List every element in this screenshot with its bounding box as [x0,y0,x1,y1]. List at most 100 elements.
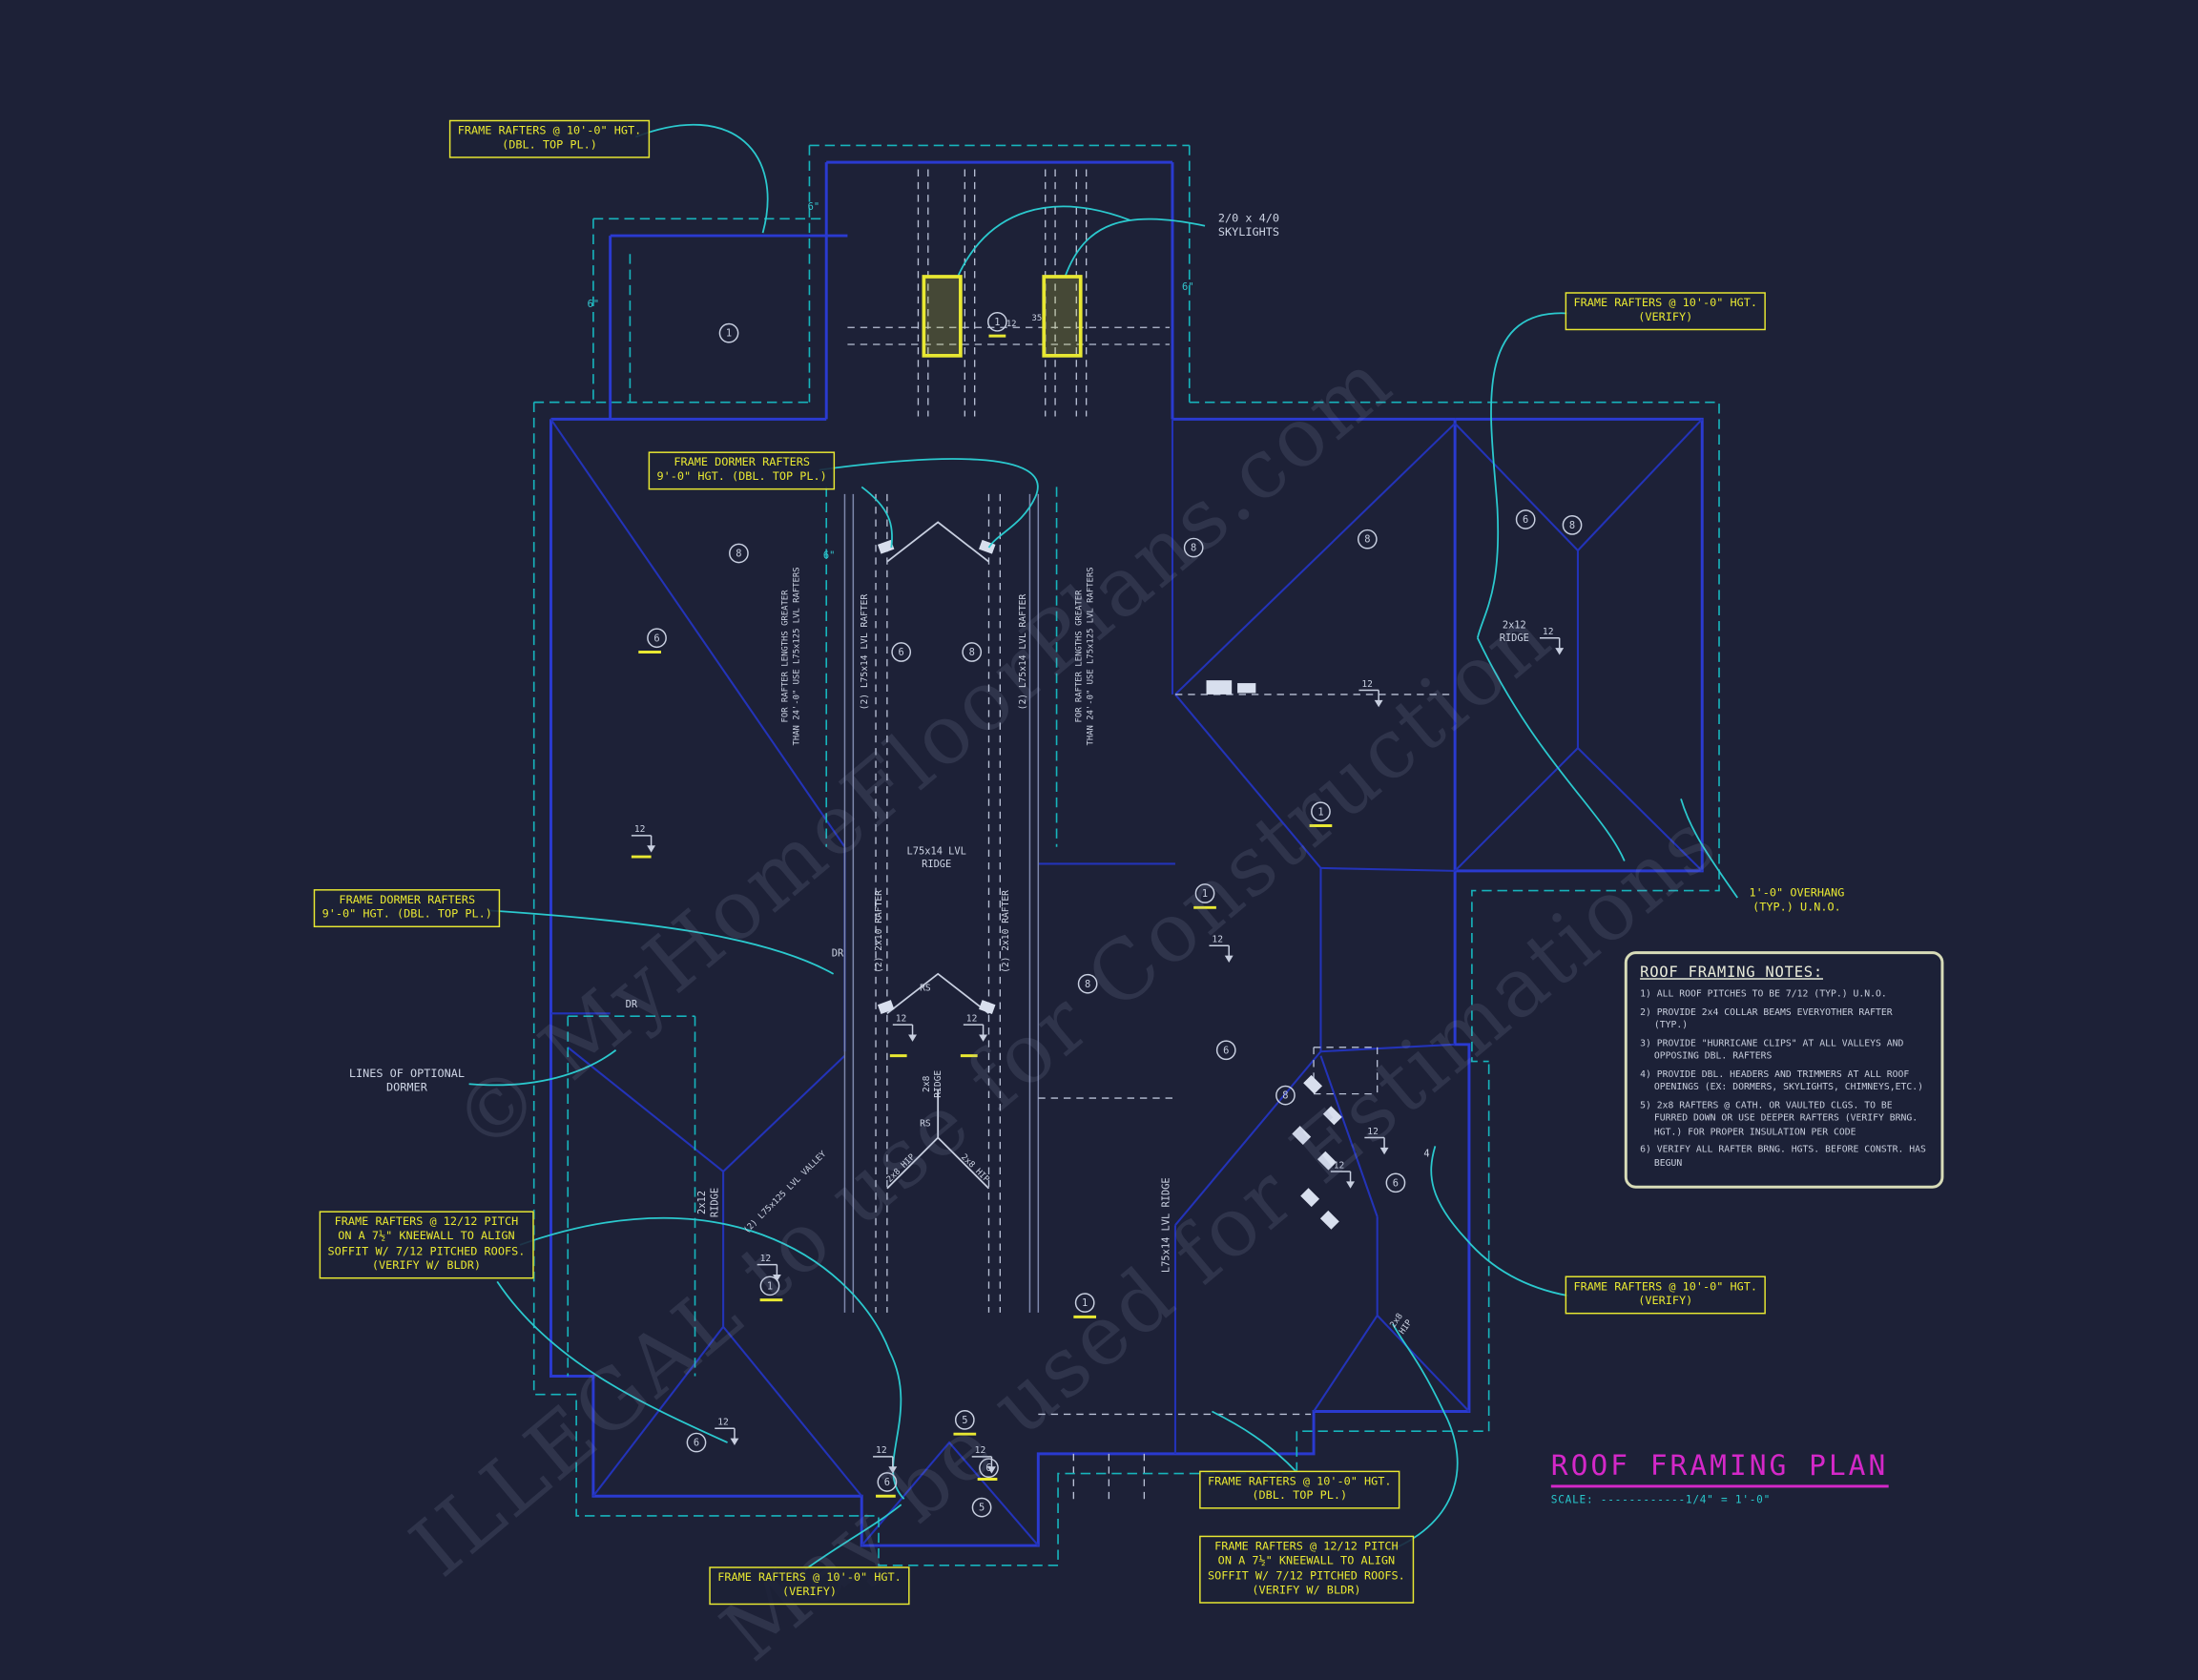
dr-label-2: DR [831,947,844,960]
pitch-marker: 12 [631,824,656,853]
notes-title: ROOF FRAMING NOTES: [1640,964,1824,982]
rafter-tag-number: 1 [726,328,732,340]
rafter-2x10-right-label: (2) 2x10 RAFTER [1000,890,1012,973]
lvl-rafter-right-label: (2) L75x14 LVL RAFTER [1017,593,1028,711]
roof-framing-note: 4) PROVIDE DBL. HEADERS AND TRIMMERS AT … [1640,1068,1924,1093]
rafter-2x10-left-label: (2) 2x10 RAFTER [872,890,884,973]
dim-6in-1: 6" [807,201,820,213]
rafter-tag-circle [1385,1172,1406,1193]
rafter-tag-number: 5 [979,1503,985,1514]
ridge-2x12-left-label: 2x12 RIDGE [696,1187,721,1218]
rafter-tag-circle [954,1410,975,1430]
rafter-tag-number: 8 [1569,520,1575,531]
rafter-tag-number: 8 [736,549,741,560]
callout-frame-rafters-right: FRAME RAFTERS @ 10'-0" HGT. (VERIFY) [1565,1276,1766,1315]
dormer-corridor-lines [843,493,1040,1313]
rafter-tag-circle [891,642,912,662]
rafter-tag-number: 6 [899,647,904,658]
rafter-hanger-symbols [877,539,1342,1230]
rafter-tag-number: 6 [884,1477,890,1488]
header-blocks [1206,680,1256,695]
pitch-value: 12 [1361,679,1373,690]
rafter-tag-number: 6 [694,1438,699,1449]
hip-valley-ridge-lines [550,418,1703,1546]
rafter-tag-number: 8 [1085,979,1090,990]
rafter-tag-circle [1357,529,1378,550]
callout-kneewall-bottom: FRAME RAFTERS @ 12/12 PITCH ON A 7½" KNE… [1199,1535,1414,1604]
rafter-tag-number: 8 [1282,1090,1288,1102]
lvl-ridge-center-label: L75x14 LVL RIDGE [906,845,966,870]
pitch-marker: 12 [892,1013,917,1042]
rafter-tag-circle [1215,1040,1236,1061]
dr-label-1: DR [625,998,638,1010]
rafter-tag-circle [987,311,1007,332]
rafter-tag-number: 1 [1202,888,1208,900]
pitch-marker: 12 [873,1445,898,1474]
skylight-dim-35: 35 [1031,313,1043,324]
pitch-value: 12 [717,1418,729,1428]
rafter-tag-number: 6 [1223,1045,1229,1056]
callout-kneewall-left: FRAME RAFTERS @ 12/12 PITCH ON A 7½" KNE… [319,1211,534,1278]
callout-dormer-rafters-left: FRAME DORMER RAFTERS 9'-0" HGT. (DBL. TO… [313,889,501,927]
callout-frame-rafters-bottom-left: FRAME RAFTERS @ 10'-0" HGT. (VERIFY) [709,1566,910,1605]
rafter-tag-number: 1 [994,317,1000,328]
rafter-tag-circle [718,322,739,343]
pitch-marker: 12 [1209,935,1234,964]
rafter-tag-circle [979,1458,999,1479]
notes-list: 1) ALL ROOF PITCHES TO BE 7/12 (TYP.) U.… [1640,988,1928,1172]
skylights-label: 2/0 x 4/0 SKYLIGHTS [1217,211,1280,239]
rafter-tag-number: 1 [1082,1297,1088,1309]
rafter-tag-circle [962,642,983,662]
rafter-length-note-left: FOR RAFTER LENGTHS GREATER THAN 24'-0" U… [780,567,801,746]
pitch-marker: 12 [1539,627,1565,655]
rafter-tag-number: 1 [767,1280,773,1292]
hidden-framing-dashed [847,169,1453,1500]
rafter-tag-circle [877,1472,898,1492]
rafter-tag-number: 6 [653,633,659,644]
dim-4: 4 [1423,1148,1430,1160]
rafter-tag-number: 1 [1317,806,1323,818]
plan-title: ROOF FRAMING PLAN [1550,1448,1889,1488]
roof-framing-note: 2) PROVIDE 2x4 COLLAR BEAMS EVERYOTHER R… [1640,1006,1893,1031]
lvl-rafter-left-label: (2) L75x14 LVL RAFTER [859,593,871,711]
pitch-value: 12 [966,1013,978,1024]
rafter-tag-circle [1311,801,1331,822]
rafter-tag-circle [971,1497,992,1518]
roof-framing-note: 6) VERIFY ALL RAFTER BRNG. HGTS. BEFORE … [1640,1144,1926,1170]
pitch-marker: 12 [963,1013,988,1042]
callout-frame-rafters-top-left: FRAME RAFTERS @ 10'-0" HGT. (DBL. TOP PL… [448,119,651,158]
rafter-tag-circle [647,628,667,649]
rafter-tag-circles: 18688686811868611566651 [647,311,1583,1518]
rafter-tag-circle [759,1276,780,1296]
rafter-tag-number: 5 [962,1415,967,1426]
rs-label-2: RS [920,1117,931,1130]
plan-scale: SCALE: ------------1/4" = 1'-0" [1550,1493,1772,1506]
pitch-marker: 12 [1358,679,1383,708]
pitch-value: 12 [1334,1160,1345,1171]
rafter-tag-circle [1077,973,1098,994]
dim-6in-4: 6" [587,299,600,310]
leader-lines [468,123,1738,1570]
roof-framing-note: 5) 2x8 RAFTERS @ CATH. OR VAULTED CLGS. … [1640,1099,1918,1138]
optional-dormer-label: LINES OF OPTIONAL DORMER [348,1067,466,1094]
rafter-tag-circle [1194,883,1215,903]
pitch-value: 12 [975,1445,986,1456]
roof-framing-notes-box: ROOF FRAMING NOTES: 1) ALL ROOF PITCHES … [1624,951,1944,1189]
pitch-marker: 12 [1330,1160,1355,1189]
pitch-value: 12 [896,1013,907,1024]
yellow-highlight-ticks [631,334,1333,1498]
pitch-marker: 12 [715,1418,739,1446]
rafter-tag-circle [686,1432,707,1453]
overhang-label: 1'-0" OVERHANG (TYP.) U.N.O. [1749,886,1845,914]
pitch-value: 12 [1212,935,1223,945]
dormer-gable-chevrons [886,521,990,1190]
rafter-tag-number: 6 [1393,1177,1399,1189]
pitch-marker: 12 [757,1254,781,1282]
skylight-dim-12: 12 [1006,319,1017,330]
pitch-value: 12 [1543,627,1554,637]
callout-frame-rafters-bottom-center: FRAME RAFTERS @ 10'-0" HGT. (DBL. TOP PL… [1199,1470,1400,1509]
rafter-tag-circle [1515,509,1536,529]
roof-framing-note: 3) PROVIDE "HURRICANE CLIPS" AT ALL VALL… [1640,1036,1904,1062]
